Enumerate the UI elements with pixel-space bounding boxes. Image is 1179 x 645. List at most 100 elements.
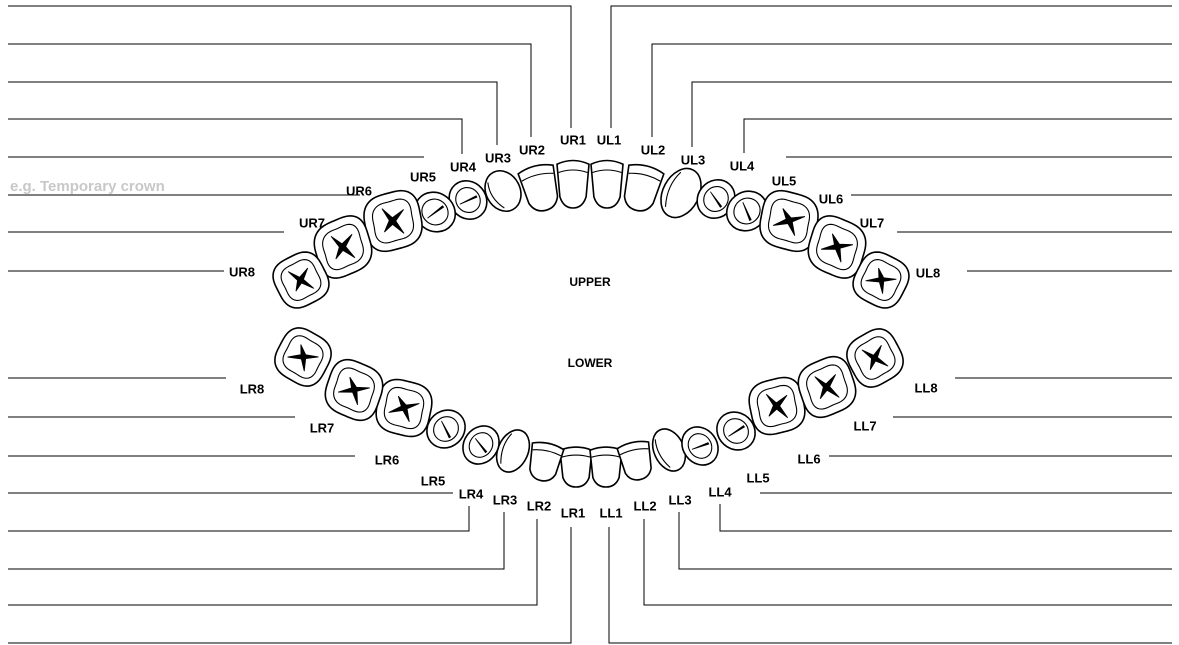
note-input-ul1[interactable] (912, 0, 1176, 7)
note-input-ll2[interactable] (912, 586, 1176, 606)
tooth-ul4[interactable] (689, 172, 742, 226)
tooth-label-ul2: UL2 (641, 143, 666, 158)
tooth-ul5[interactable] (719, 183, 775, 239)
tooth-ur7[interactable] (302, 205, 384, 290)
tooth-ur1[interactable] (556, 159, 590, 209)
tooth-occlusal (703, 186, 729, 212)
tooth-incisal-edge (521, 172, 554, 182)
tooth-occlusal (468, 432, 494, 458)
tooth-fissure (287, 267, 315, 292)
tooth-label-ll2: LL2 (633, 499, 656, 514)
note-input-ur3[interactable] (8, 63, 272, 83)
tooth-fissure (772, 208, 806, 236)
tooth-fissure (728, 425, 746, 437)
lower-jaw-label: LOWER (568, 356, 613, 370)
tooth-label-ll1: LL1 (599, 506, 622, 521)
tooth-ur3[interactable] (478, 164, 528, 217)
tooth-ll1[interactable] (589, 446, 623, 488)
note-input-ur5[interactable] (8, 138, 272, 158)
tooth-ll8[interactable] (839, 322, 910, 395)
tooth-ul8[interactable] (845, 244, 917, 316)
note-input-lr1[interactable] (8, 624, 272, 644)
note-input-ll4[interactable] (912, 512, 1176, 532)
note-input-ul5[interactable] (912, 138, 1176, 158)
tooth-ll2[interactable] (616, 439, 656, 483)
tooth-label-ur6: UR6 (346, 184, 372, 199)
tooth-crown (623, 163, 665, 212)
note-input-ul2[interactable] (912, 25, 1176, 45)
tooth-ll7[interactable] (787, 346, 867, 428)
note-input-ul3[interactable] (912, 63, 1176, 83)
tooth-ur2[interactable] (517, 162, 563, 215)
note-input-ur8[interactable] (8, 252, 208, 272)
note-input-ll3[interactable] (912, 550, 1176, 570)
tooth-lr4[interactable] (455, 419, 506, 471)
note-input-lr7[interactable] (8, 398, 272, 418)
tooth-occlusal (816, 223, 858, 271)
tooth-label-ll5: LL5 (746, 471, 769, 486)
tooth-label-ll8: LL8 (914, 381, 937, 396)
tooth-lr2[interactable] (525, 440, 565, 484)
tooth-fissure (861, 345, 889, 370)
note-input-lr4[interactable] (8, 512, 272, 532)
tooth-ur5[interactable] (407, 184, 463, 240)
tooth-fissure (441, 420, 452, 439)
tooth-ll6[interactable] (736, 364, 819, 448)
tooth-lr1[interactable] (559, 446, 593, 488)
note-input-ul7[interactable] (917, 213, 1176, 233)
tooth-occlusal (455, 187, 481, 213)
tooth-label-lr2: LR2 (527, 499, 552, 514)
tooth-ur8[interactable] (265, 244, 337, 316)
note-input-ll5[interactable] (912, 474, 1176, 494)
note-input-ll1[interactable] (912, 624, 1176, 644)
tooth-lr8[interactable] (267, 321, 338, 394)
note-input-ur2[interactable] (8, 25, 272, 45)
tooth-occlusal (322, 223, 364, 271)
tooth-ll4[interactable] (674, 420, 725, 472)
note-input-ul4[interactable] (912, 100, 1176, 120)
tooth-occlusal (282, 335, 324, 379)
tooth-incisal-edge (532, 449, 562, 457)
note-input-lr5[interactable] (8, 474, 272, 494)
tooth-lr6[interactable] (363, 366, 446, 450)
tooth-ridge (664, 171, 682, 207)
tooth-label-ll4: LL4 (708, 485, 732, 500)
note-input-lr3[interactable] (8, 550, 272, 570)
note-input-ur4[interactable] (8, 100, 272, 120)
tooth-fissure (330, 233, 356, 260)
tooth-crown (589, 446, 623, 488)
tooth-lr7[interactable] (314, 349, 394, 431)
tooth-label-ll7: LL7 (853, 419, 876, 434)
tooth-crown (559, 446, 593, 488)
note-input-ll7[interactable] (913, 398, 1176, 418)
note-input-ur1[interactable] (8, 0, 272, 7)
tooth-label-ur3: UR3 (485, 151, 511, 166)
tooth-ll5[interactable] (709, 404, 763, 458)
tooth-ul2[interactable] (619, 162, 665, 215)
note-input-ul6[interactable] (912, 176, 1176, 196)
tooth-lr5[interactable] (419, 402, 473, 456)
tooth-label-ur4: UR4 (450, 160, 477, 175)
teeth (265, 159, 917, 488)
tooth-ur4[interactable] (441, 173, 494, 227)
note-input-lr8[interactable] (8, 359, 210, 379)
note-input-lr6[interactable] (8, 437, 272, 457)
tooth-ur6[interactable] (350, 177, 437, 265)
note-input-ul8[interactable] (987, 252, 1176, 272)
note-input-lr2[interactable] (8, 586, 272, 606)
tooth-fissure (337, 376, 371, 405)
tooth-occlusal (860, 259, 902, 301)
note-input-ll8[interactable] (975, 359, 1176, 379)
note-input-ur6[interactable] (8, 176, 272, 196)
tooth-crown (556, 159, 590, 209)
tooth-ridge (487, 182, 505, 209)
tooth-occlusal (280, 259, 322, 301)
tooth-occlusal (687, 433, 713, 459)
tooth-ridge (500, 433, 513, 464)
note-input-ll6[interactable] (912, 437, 1176, 457)
tooth-ul1[interactable] (590, 159, 624, 209)
tooth-ul7[interactable] (796, 205, 878, 290)
note-input-ur7[interactable] (8, 213, 268, 233)
